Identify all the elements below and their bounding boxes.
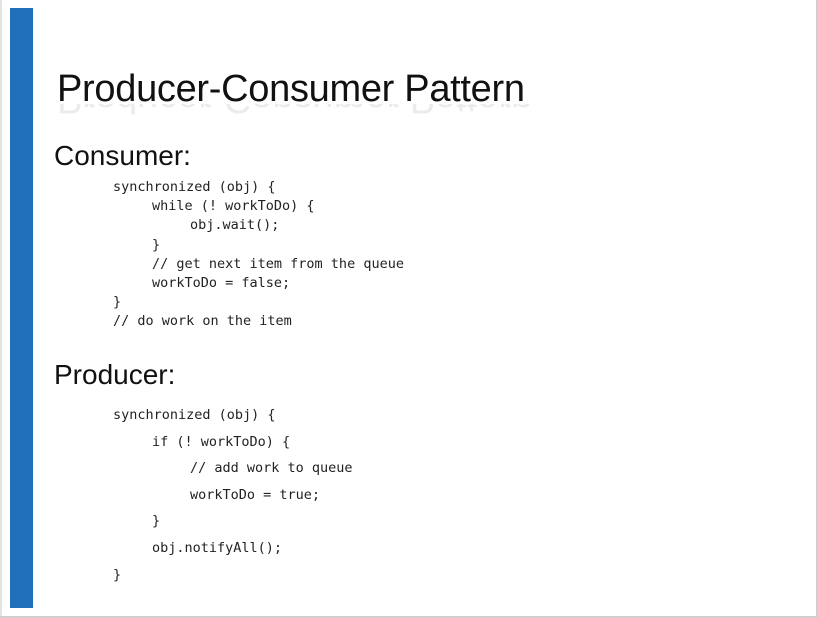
consumer-code-block: synchronized (obj) { while (! workToDo) …: [113, 178, 404, 332]
code-line: synchronized (obj) {: [113, 407, 276, 423]
slide-title-reflection: Producer-Consumer Pattern: [57, 104, 555, 118]
code-line: }: [152, 236, 161, 253]
code-line: }: [113, 566, 122, 583]
producer-heading: Producer:: [54, 359, 176, 390]
consumer-heading: Consumer:: [54, 140, 191, 171]
code-line: workToDo = false;: [152, 274, 291, 291]
code-line: }: [152, 513, 161, 530]
code-line: while (! workToDo) {: [152, 198, 315, 215]
code-line: if (! workToDo) {: [152, 433, 291, 450]
producer-code-block: synchronized (obj) { if (! workToDo) { /…: [113, 402, 353, 588]
code-line: // get next item from the queue: [152, 255, 404, 272]
code-line: obj.wait();: [190, 217, 280, 234]
slide-left-edge: [0, 0, 2, 616]
slide-title: Producer-Consumer Pattern: [57, 68, 525, 110]
code-line: synchronized (obj) {: [113, 179, 276, 195]
accent-bar: [10, 8, 33, 608]
code-line: // do work on the item: [113, 313, 292, 330]
code-line: }: [113, 294, 122, 311]
code-line: workToDo = true;: [190, 486, 321, 503]
code-line: obj.notifyAll();: [152, 539, 283, 556]
code-line: // add work to queue: [190, 460, 353, 477]
